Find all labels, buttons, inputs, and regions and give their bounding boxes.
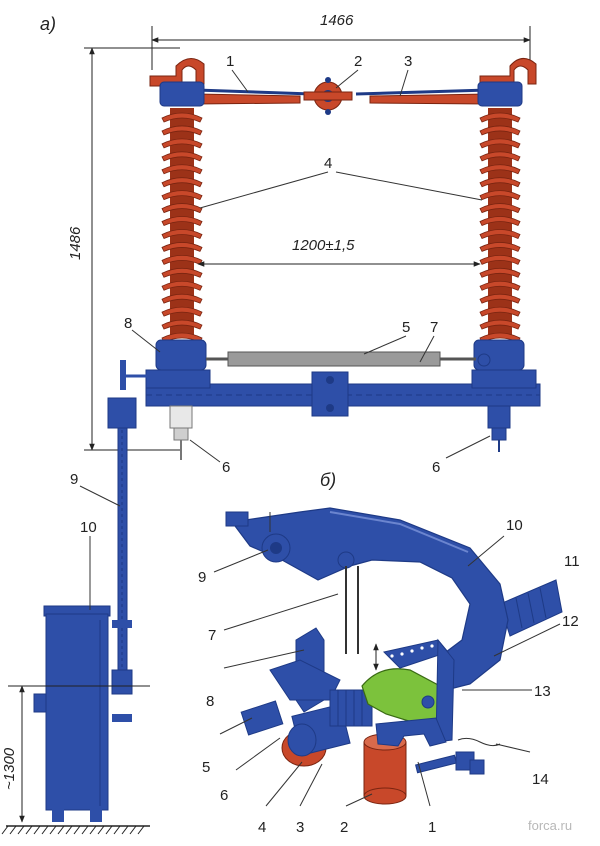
insulator-shed (161, 319, 203, 330)
watermark: forca.ru (528, 818, 572, 833)
insulator-shed (479, 177, 521, 188)
dimension-drive-height-value: ~1300 (1, 747, 18, 790)
insulator-shed (479, 164, 521, 175)
part-number-label: 7 (208, 627, 216, 644)
dimension-drive-height: ~1300 (1, 685, 150, 823)
part-number-label: 10 (506, 517, 523, 534)
part-number-label: 6 (222, 459, 230, 476)
section-b-view: б) (198, 470, 580, 836)
leaders-a (79, 69, 491, 610)
insulator-shed (161, 216, 203, 227)
section-b-caption: б) (320, 470, 336, 490)
part-number-label: 7 (430, 319, 438, 336)
insulator-shed (479, 306, 521, 317)
insulator-shed (161, 164, 203, 175)
part-number-label: 6 (432, 459, 440, 476)
sector-plate (383, 638, 455, 743)
insulator-shed (161, 280, 203, 291)
insulator-shed (479, 254, 521, 265)
insulator-shed (161, 293, 203, 304)
dimension-height: 1486 (67, 47, 180, 451)
part-number-label: 13 (534, 683, 551, 700)
limit-switch (455, 737, 501, 775)
drive-shaft (107, 397, 137, 722)
part-number-label: 4 (324, 155, 332, 172)
cam-plate (361, 668, 453, 723)
insulator-shed (479, 125, 521, 136)
bracket-assembly (240, 627, 341, 736)
dimension-pole-spacing-value: 1200±1,5 (292, 237, 355, 254)
part-number-label: 9 (198, 569, 206, 586)
insulator-shed (161, 125, 203, 136)
ground-line (1, 825, 150, 835)
part-number-label: 2 (354, 53, 362, 70)
motor (281, 689, 373, 767)
insulator-shed (161, 229, 203, 239)
bottom-bushing-left (169, 405, 193, 460)
part-number-label: 1 (428, 819, 436, 836)
dimension-pole-spacing: 1200±1,5 (197, 237, 481, 267)
insulator-shed (479, 216, 521, 227)
insulator-shed (479, 203, 521, 214)
part-number-label: 6 (220, 787, 228, 804)
insulator-shed (161, 112, 203, 123)
part-number-label: 1 (226, 53, 234, 70)
insulator-shed (479, 293, 521, 304)
part-number-label: 14 (532, 771, 549, 788)
insulator-shed (479, 280, 521, 291)
part-number-label: 2 (340, 819, 348, 836)
insulator-right (473, 81, 525, 371)
insulator-shed (161, 151, 203, 162)
insulator-shed (161, 267, 203, 278)
insulator-shed (479, 267, 521, 278)
insulator-shed (161, 190, 203, 201)
part-number-label: 5 (402, 319, 410, 336)
connecting-rod (345, 566, 379, 671)
part-number-label: 11 (564, 553, 580, 570)
drive-cabinet (33, 605, 111, 822)
section-a-view: а) 1466 1486 (1, 12, 541, 835)
section-a-caption: а) (40, 14, 56, 34)
dimension-height-value: 1486 (67, 226, 84, 260)
dimension-width: 1466 (151, 12, 531, 70)
insulator-left (155, 81, 207, 371)
insulator-shed (479, 112, 521, 123)
lever-arm (225, 507, 509, 691)
insulator-shed (161, 242, 203, 252)
insulator-shed (479, 151, 521, 162)
insulator-shed (479, 319, 521, 330)
leaders-b (213, 535, 561, 807)
part-number-label: 10 (80, 519, 97, 536)
dimension-width-value: 1466 (320, 12, 354, 29)
insulator-shed (161, 177, 203, 188)
insulator-shed (479, 242, 521, 252)
part-labels-a: 1 2 3 4 5 7 8 6 6 9 10 (70, 53, 440, 536)
insulator-shed (161, 138, 203, 149)
part-number-label: 3 (404, 53, 412, 70)
insulator-shed (479, 190, 521, 201)
part-number-label: 9 (70, 471, 78, 488)
bottom-bushing-right (487, 405, 511, 452)
fork-plate (375, 717, 457, 774)
part-number-label: 8 (124, 315, 132, 332)
part-labels-b: 9 10 11 7 12 8 13 5 14 6 4 3 2 1 (198, 517, 580, 836)
base-frame (120, 360, 541, 417)
insulator-shed (479, 138, 521, 149)
insulator-shed (161, 203, 203, 214)
part-number-label: 12 (562, 613, 579, 630)
insulator-shed (161, 306, 203, 317)
insulator-shed (479, 229, 521, 239)
part-number-label: 3 (296, 819, 304, 836)
link-rod (206, 351, 491, 367)
part-number-label: 8 (206, 693, 214, 710)
part-number-label: 4 (258, 819, 266, 836)
part-number-label: 5 (202, 759, 210, 776)
contact-arm-right (355, 58, 537, 105)
main-contact-hub (303, 77, 353, 115)
